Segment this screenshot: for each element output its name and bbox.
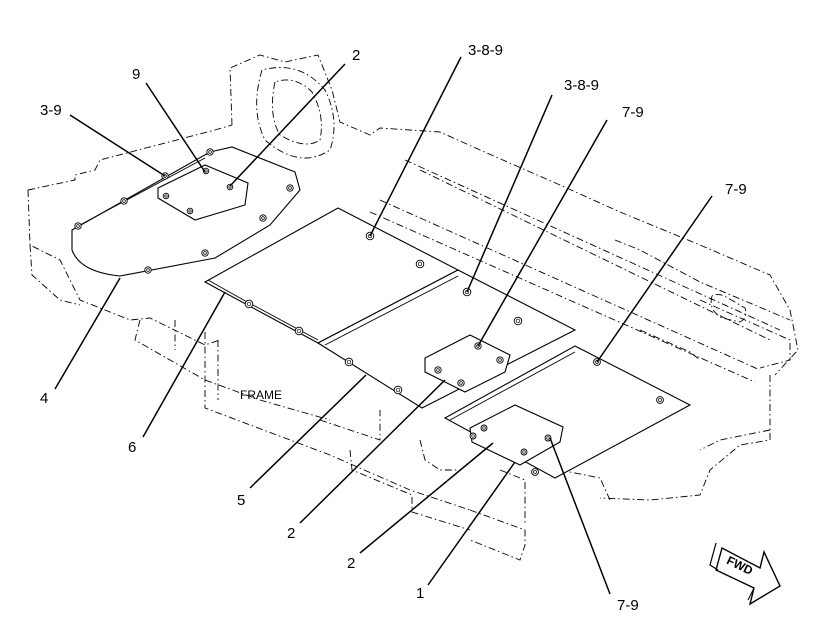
callout-label: 6: [128, 439, 136, 456]
fwd-arrow-icon: FWD: [709, 542, 781, 606]
callout-label: 7-9: [617, 597, 639, 614]
callout-label: 1: [416, 585, 424, 602]
callout-label: 2: [347, 555, 355, 572]
callout-label: 7-9: [725, 181, 747, 198]
callout-label: 2: [287, 525, 295, 542]
callout-labels: 9 2 3-9 3-8-9 3-8-9 7-9 7-9 4 6 5 2 2 1 …: [40, 42, 747, 614]
panel-5: [316, 269, 577, 409]
leader-lines: [54, 56, 713, 595]
callout-label: 2: [352, 47, 360, 64]
cover-plate-center: [424, 334, 511, 393]
callout-label: 3-8-9: [564, 77, 599, 94]
cover-plate-right: [469, 404, 564, 466]
cover-plate-upper-left: [157, 164, 249, 221]
callout-label: 4: [40, 390, 48, 407]
callout-label: 9: [132, 66, 140, 83]
machine-outline: [27, 54, 799, 561]
callout-label: 5: [237, 492, 245, 509]
callout-label: 3-9: [40, 102, 62, 119]
callout-label: 3-8-9: [468, 42, 503, 59]
callout-label: 7-9: [622, 104, 644, 121]
frame-label: FRAME: [240, 388, 282, 402]
